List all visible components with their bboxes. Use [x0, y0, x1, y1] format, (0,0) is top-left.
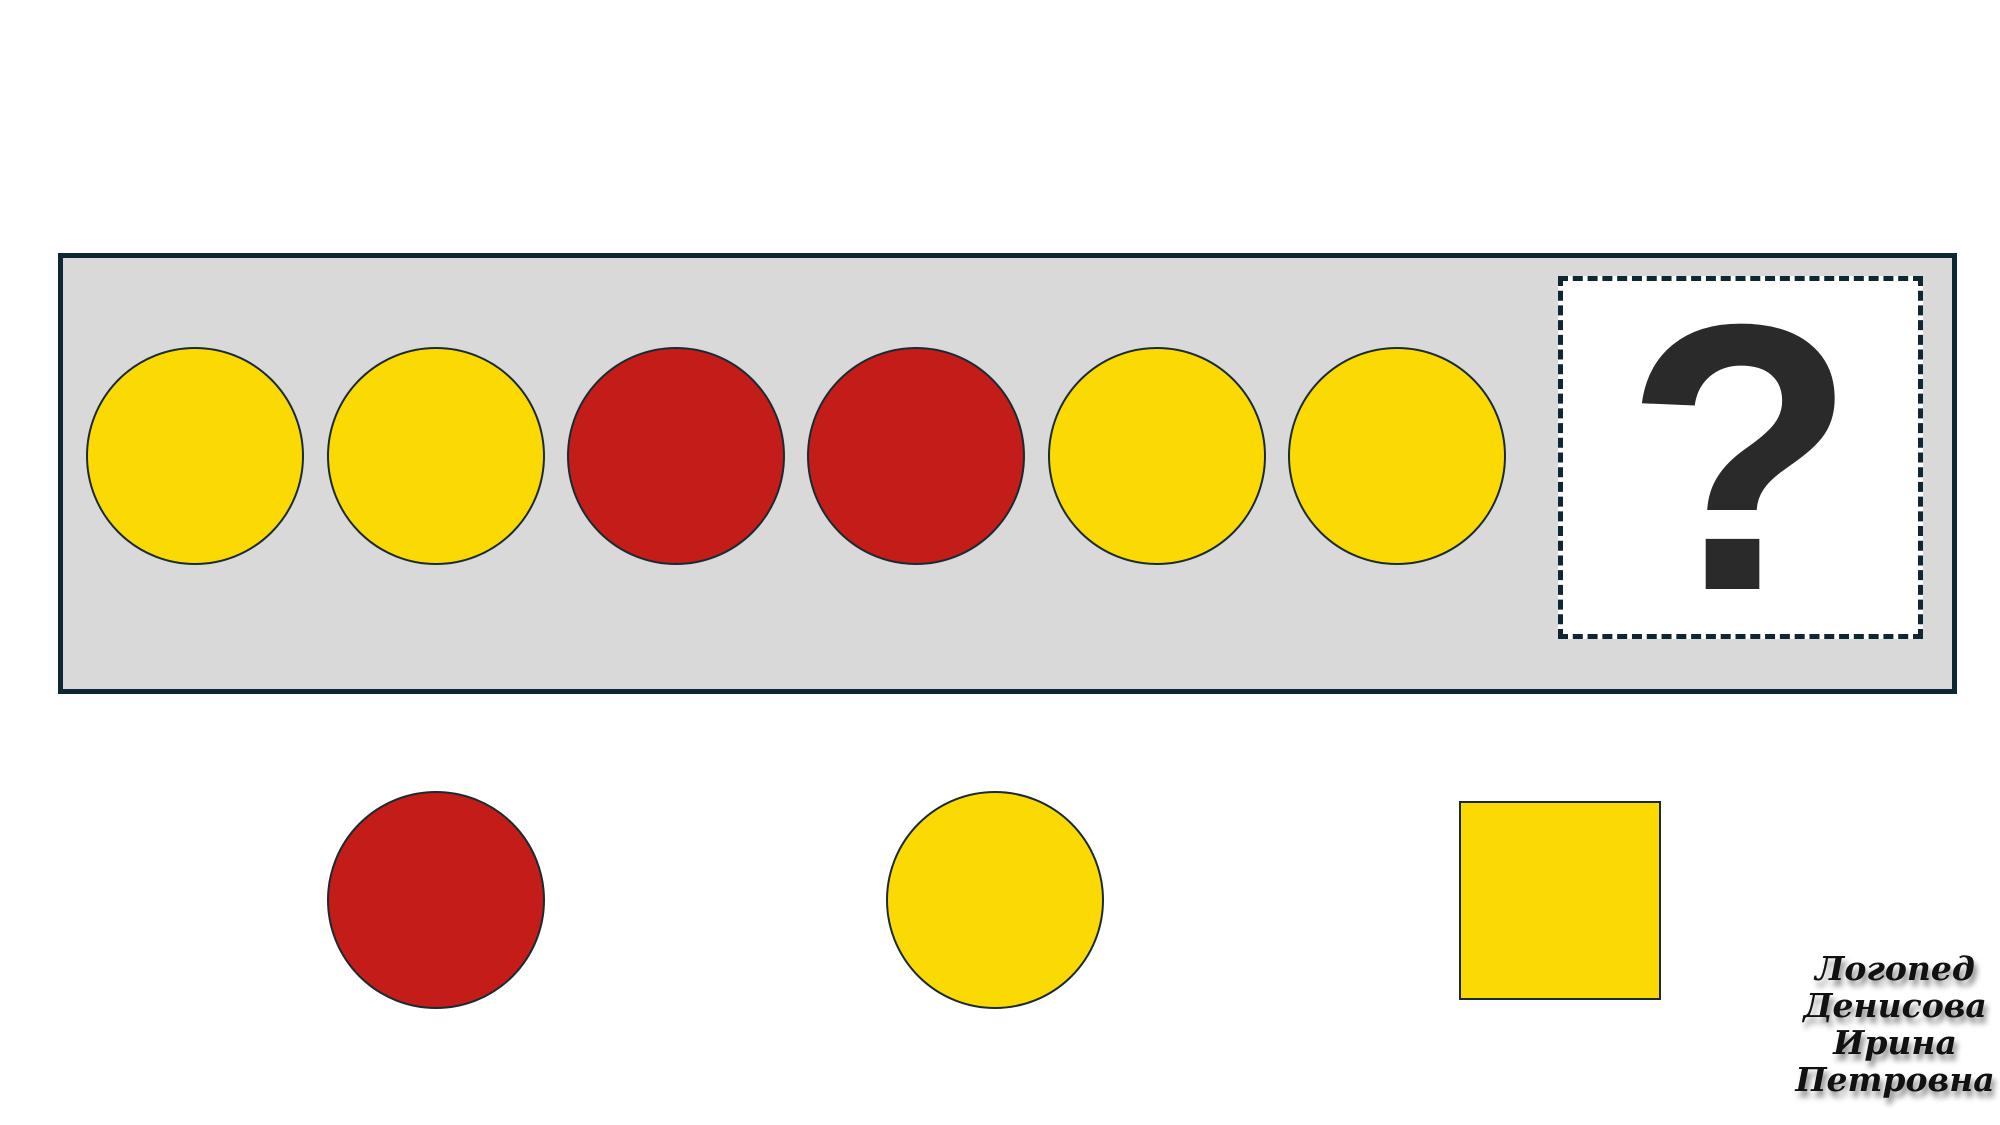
sequence-red-circle	[567, 347, 785, 565]
signature-line: Петровна	[1795, 1060, 1995, 1099]
option-yellow-square[interactable]	[1459, 801, 1661, 1000]
sequence-red-circle	[807, 347, 1025, 565]
sequence-yellow-circle	[86, 347, 304, 565]
option-yellow-circle[interactable]	[886, 791, 1104, 1009]
signature-line: Ирина	[1833, 1023, 1957, 1062]
signature-line: Логопед	[1815, 949, 1975, 988]
answer-slot[interactable]: ?	[1558, 244, 1923, 670]
signature-line: Денисова	[1803, 986, 1987, 1025]
question-mark: ?	[1624, 244, 1857, 670]
author-signature: Логопед Денисова Ирина Петровна	[1790, 950, 2000, 1098]
sequence-yellow-circle	[1288, 347, 1506, 565]
sequence-yellow-circle	[327, 347, 545, 565]
sequence-yellow-circle	[1048, 347, 1266, 565]
option-red-circle[interactable]	[327, 791, 545, 1009]
